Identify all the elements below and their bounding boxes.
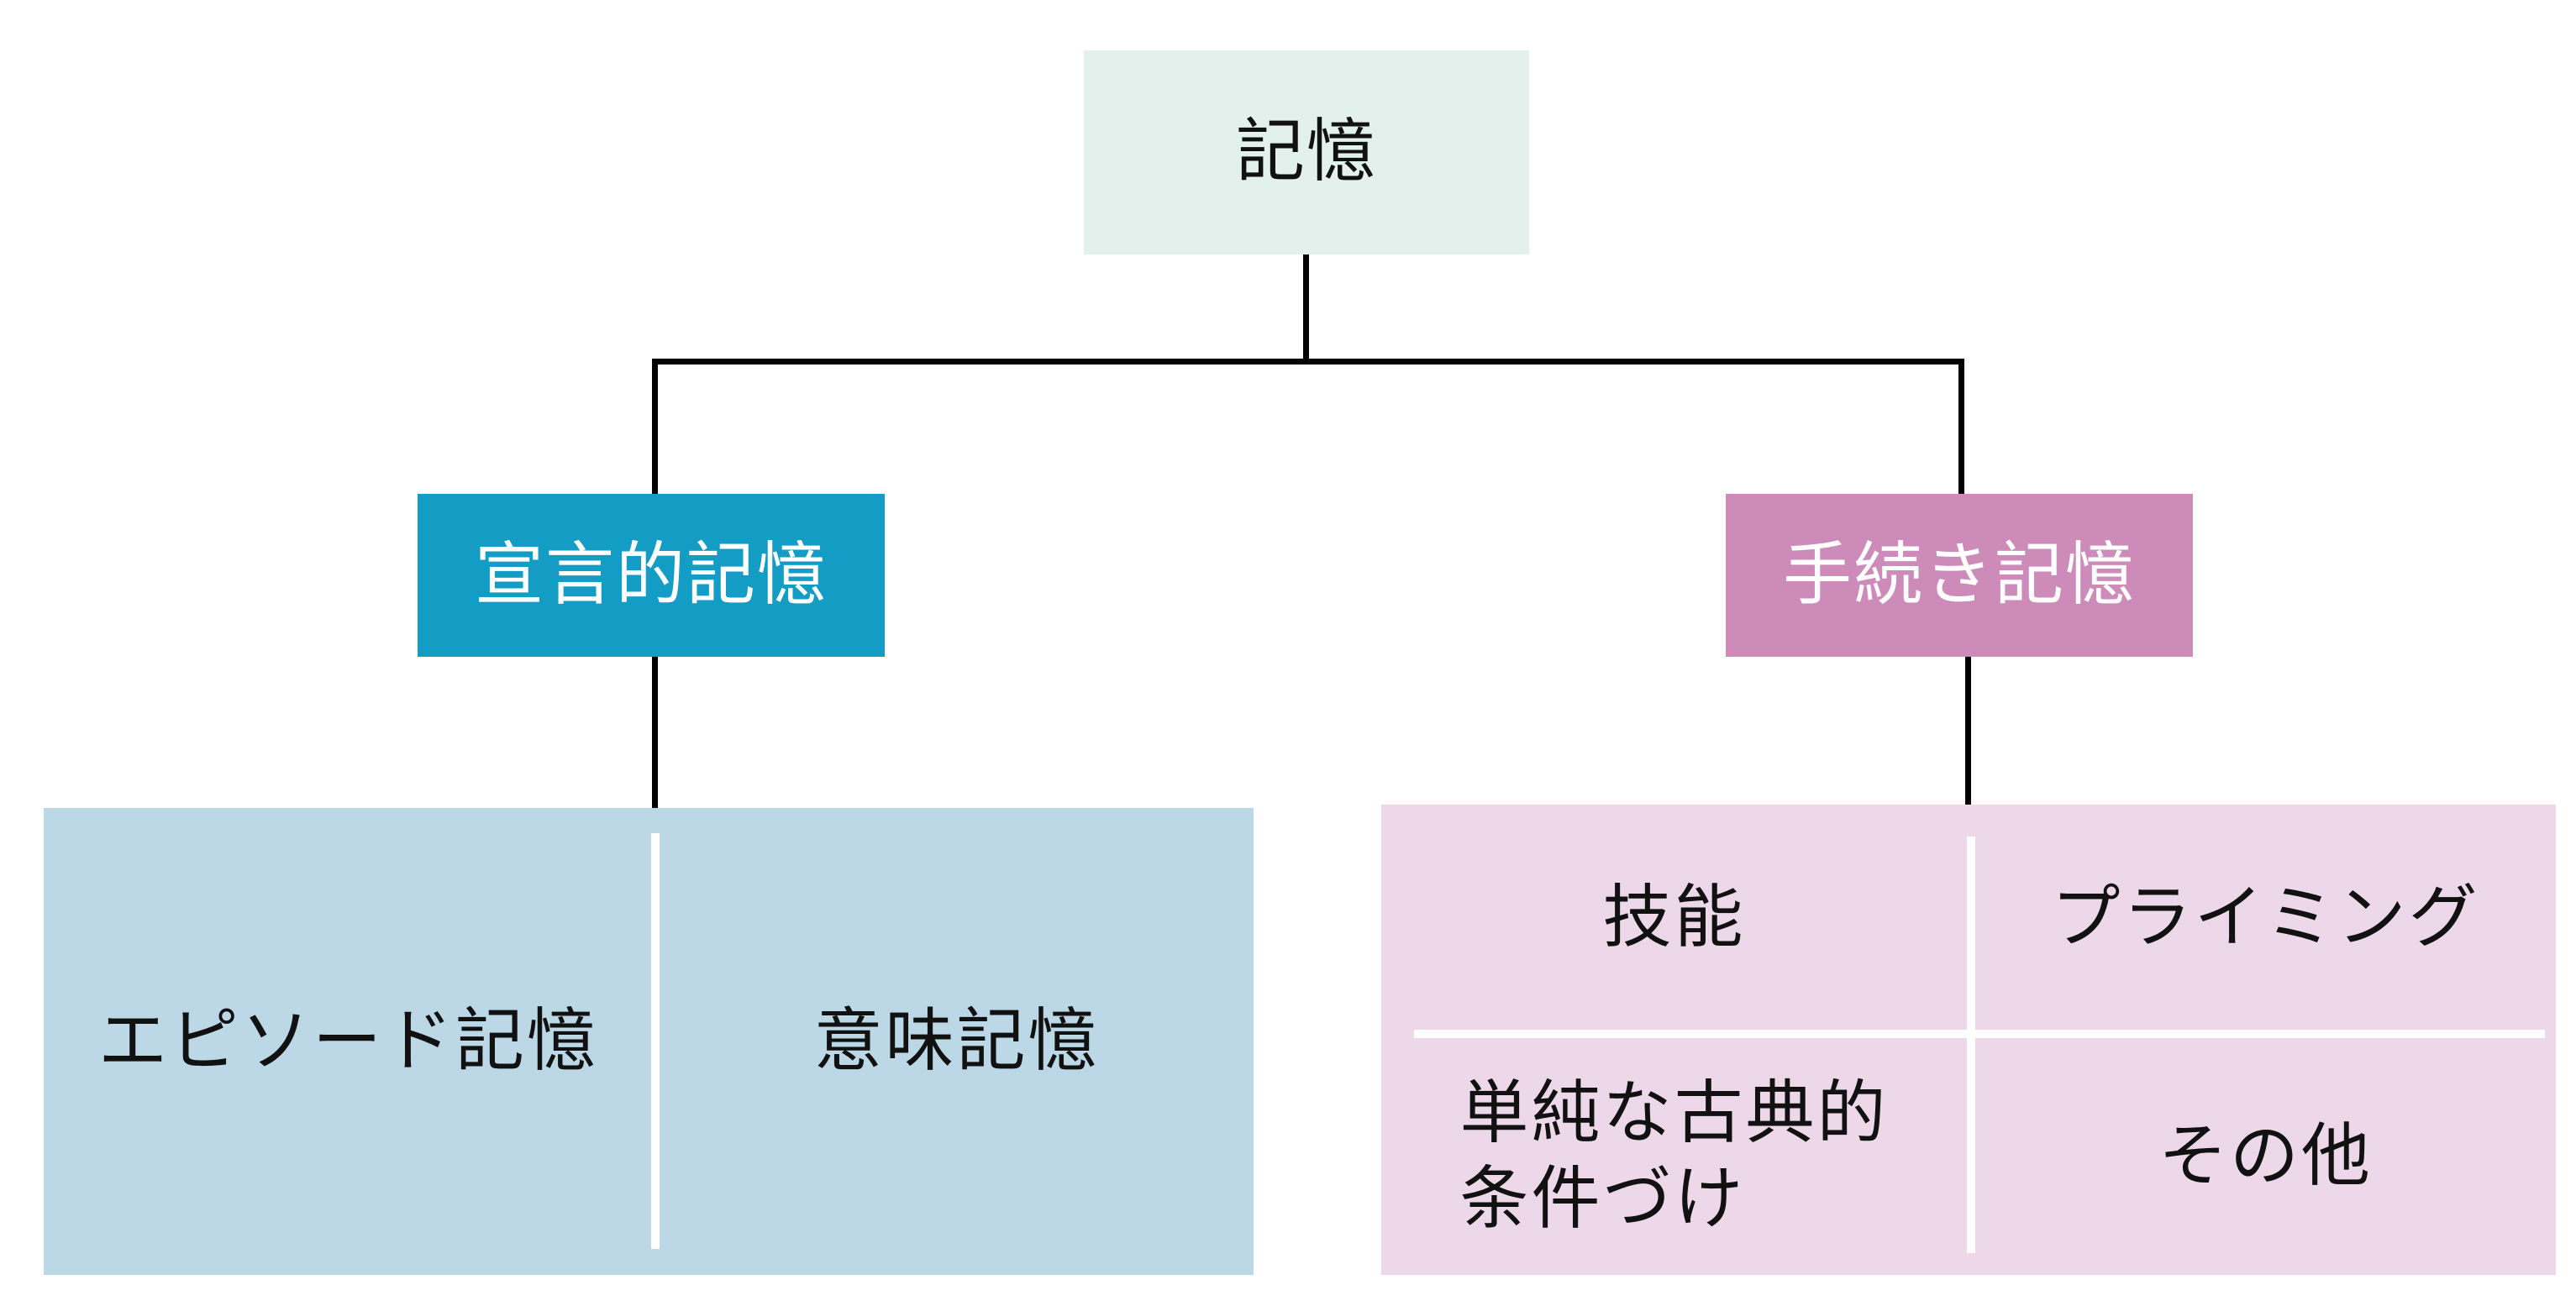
- node-declarative-memory: 宣言的記憶: [418, 494, 885, 657]
- procedural-children-group: 技能 プライミング 単純な古典的 条件づけ その他: [1381, 805, 2556, 1275]
- connector-to-procedural: [1958, 359, 1964, 494]
- node-semantic-memory: 意味記憶: [813, 1000, 1100, 1081]
- connector-declarative-to-group: [652, 657, 658, 808]
- procedural-group-divider-horizontal: [1414, 1030, 2545, 1038]
- procedural-group-divider-vertical: [1967, 837, 1975, 1253]
- connector-horizontal: [652, 359, 1964, 365]
- connector-to-declarative: [652, 359, 658, 494]
- declarative-group-divider: [651, 833, 660, 1249]
- node-classical-conditioning: 単純な古典的 条件づけ: [1459, 1073, 1889, 1240]
- connector-procedural-to-group: [1965, 657, 1971, 805]
- declarative-children-group: エピソード記憶 意味記憶: [44, 808, 1254, 1275]
- node-skills: 技能: [1602, 877, 1746, 957]
- root-node-memory: 記憶: [1084, 50, 1529, 254]
- node-priming: プライミング: [2051, 877, 2480, 957]
- node-other: その他: [2158, 1115, 2373, 1196]
- node-procedural-memory: 手続き記憶: [1726, 494, 2193, 657]
- connector-root-down: [1303, 254, 1309, 362]
- node-episodic-memory: エピソード記憶: [97, 1000, 598, 1081]
